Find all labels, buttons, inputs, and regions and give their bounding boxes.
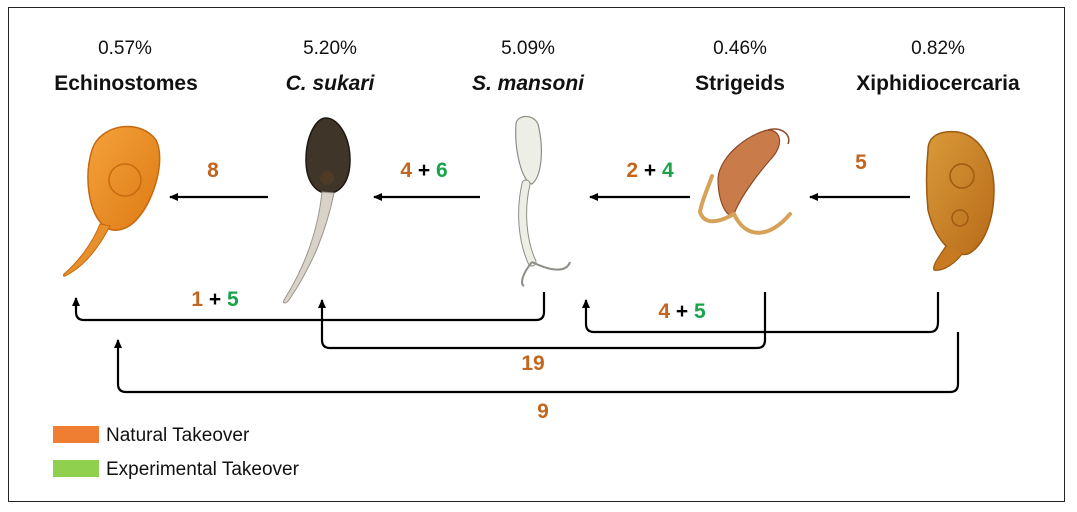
legend-swatch-experimental (53, 460, 99, 477)
experimental-count: 6 (436, 159, 448, 182)
label-strigeids-to-s-mansoni: 2 + 4 (590, 159, 710, 183)
strigeid-cercaria-image (700, 129, 790, 233)
label-strigeids-to-c-sukari: 19 (473, 352, 593, 376)
label-s-mansoni-to-echinostomes: 1 + 5 (155, 288, 275, 312)
c-sukari-cercaria-image (283, 118, 350, 303)
label-s-mansoni-to-c-sukari: 4 + 6 (364, 159, 484, 183)
xiphidiocercaria-image (927, 132, 995, 271)
natural-count: 8 (207, 159, 219, 182)
label-c-sukari-to-echinostomes: 8 (153, 159, 273, 183)
experimental-count: 5 (227, 288, 239, 311)
legend-label-natural: Natural Takeover (106, 425, 249, 447)
plus-sign: + (418, 159, 430, 182)
natural-count: 19 (521, 352, 544, 375)
experimental-count: 4 (662, 159, 674, 182)
plus-sign: + (644, 159, 656, 182)
plus-sign: + (676, 300, 688, 323)
s-mansoni-cercaria-image (516, 116, 570, 286)
arrow-s-mansoni-to-echinostomes (76, 292, 544, 320)
natural-count: 2 (626, 159, 638, 182)
natural-count: 4 (658, 300, 670, 323)
label-xiphidiocercaria-to-strigeids: 5 (801, 151, 921, 175)
natural-count: 4 (400, 159, 412, 182)
natural-count: 9 (537, 400, 549, 423)
label-xiphidiocercaria-to-echinostomes: 9 (483, 400, 603, 424)
label-xiphidiocercaria-to-s-mansoni: 4 + 5 (622, 300, 742, 324)
natural-count: 5 (855, 151, 867, 174)
natural-count: 1 (191, 288, 203, 311)
legend-label-experimental: Experimental Takeover (106, 459, 299, 481)
experimental-count: 5 (694, 300, 706, 323)
plus-sign: + (209, 288, 221, 311)
legend-swatch-natural (53, 426, 99, 443)
echinostome-cercaria-image (63, 127, 159, 277)
